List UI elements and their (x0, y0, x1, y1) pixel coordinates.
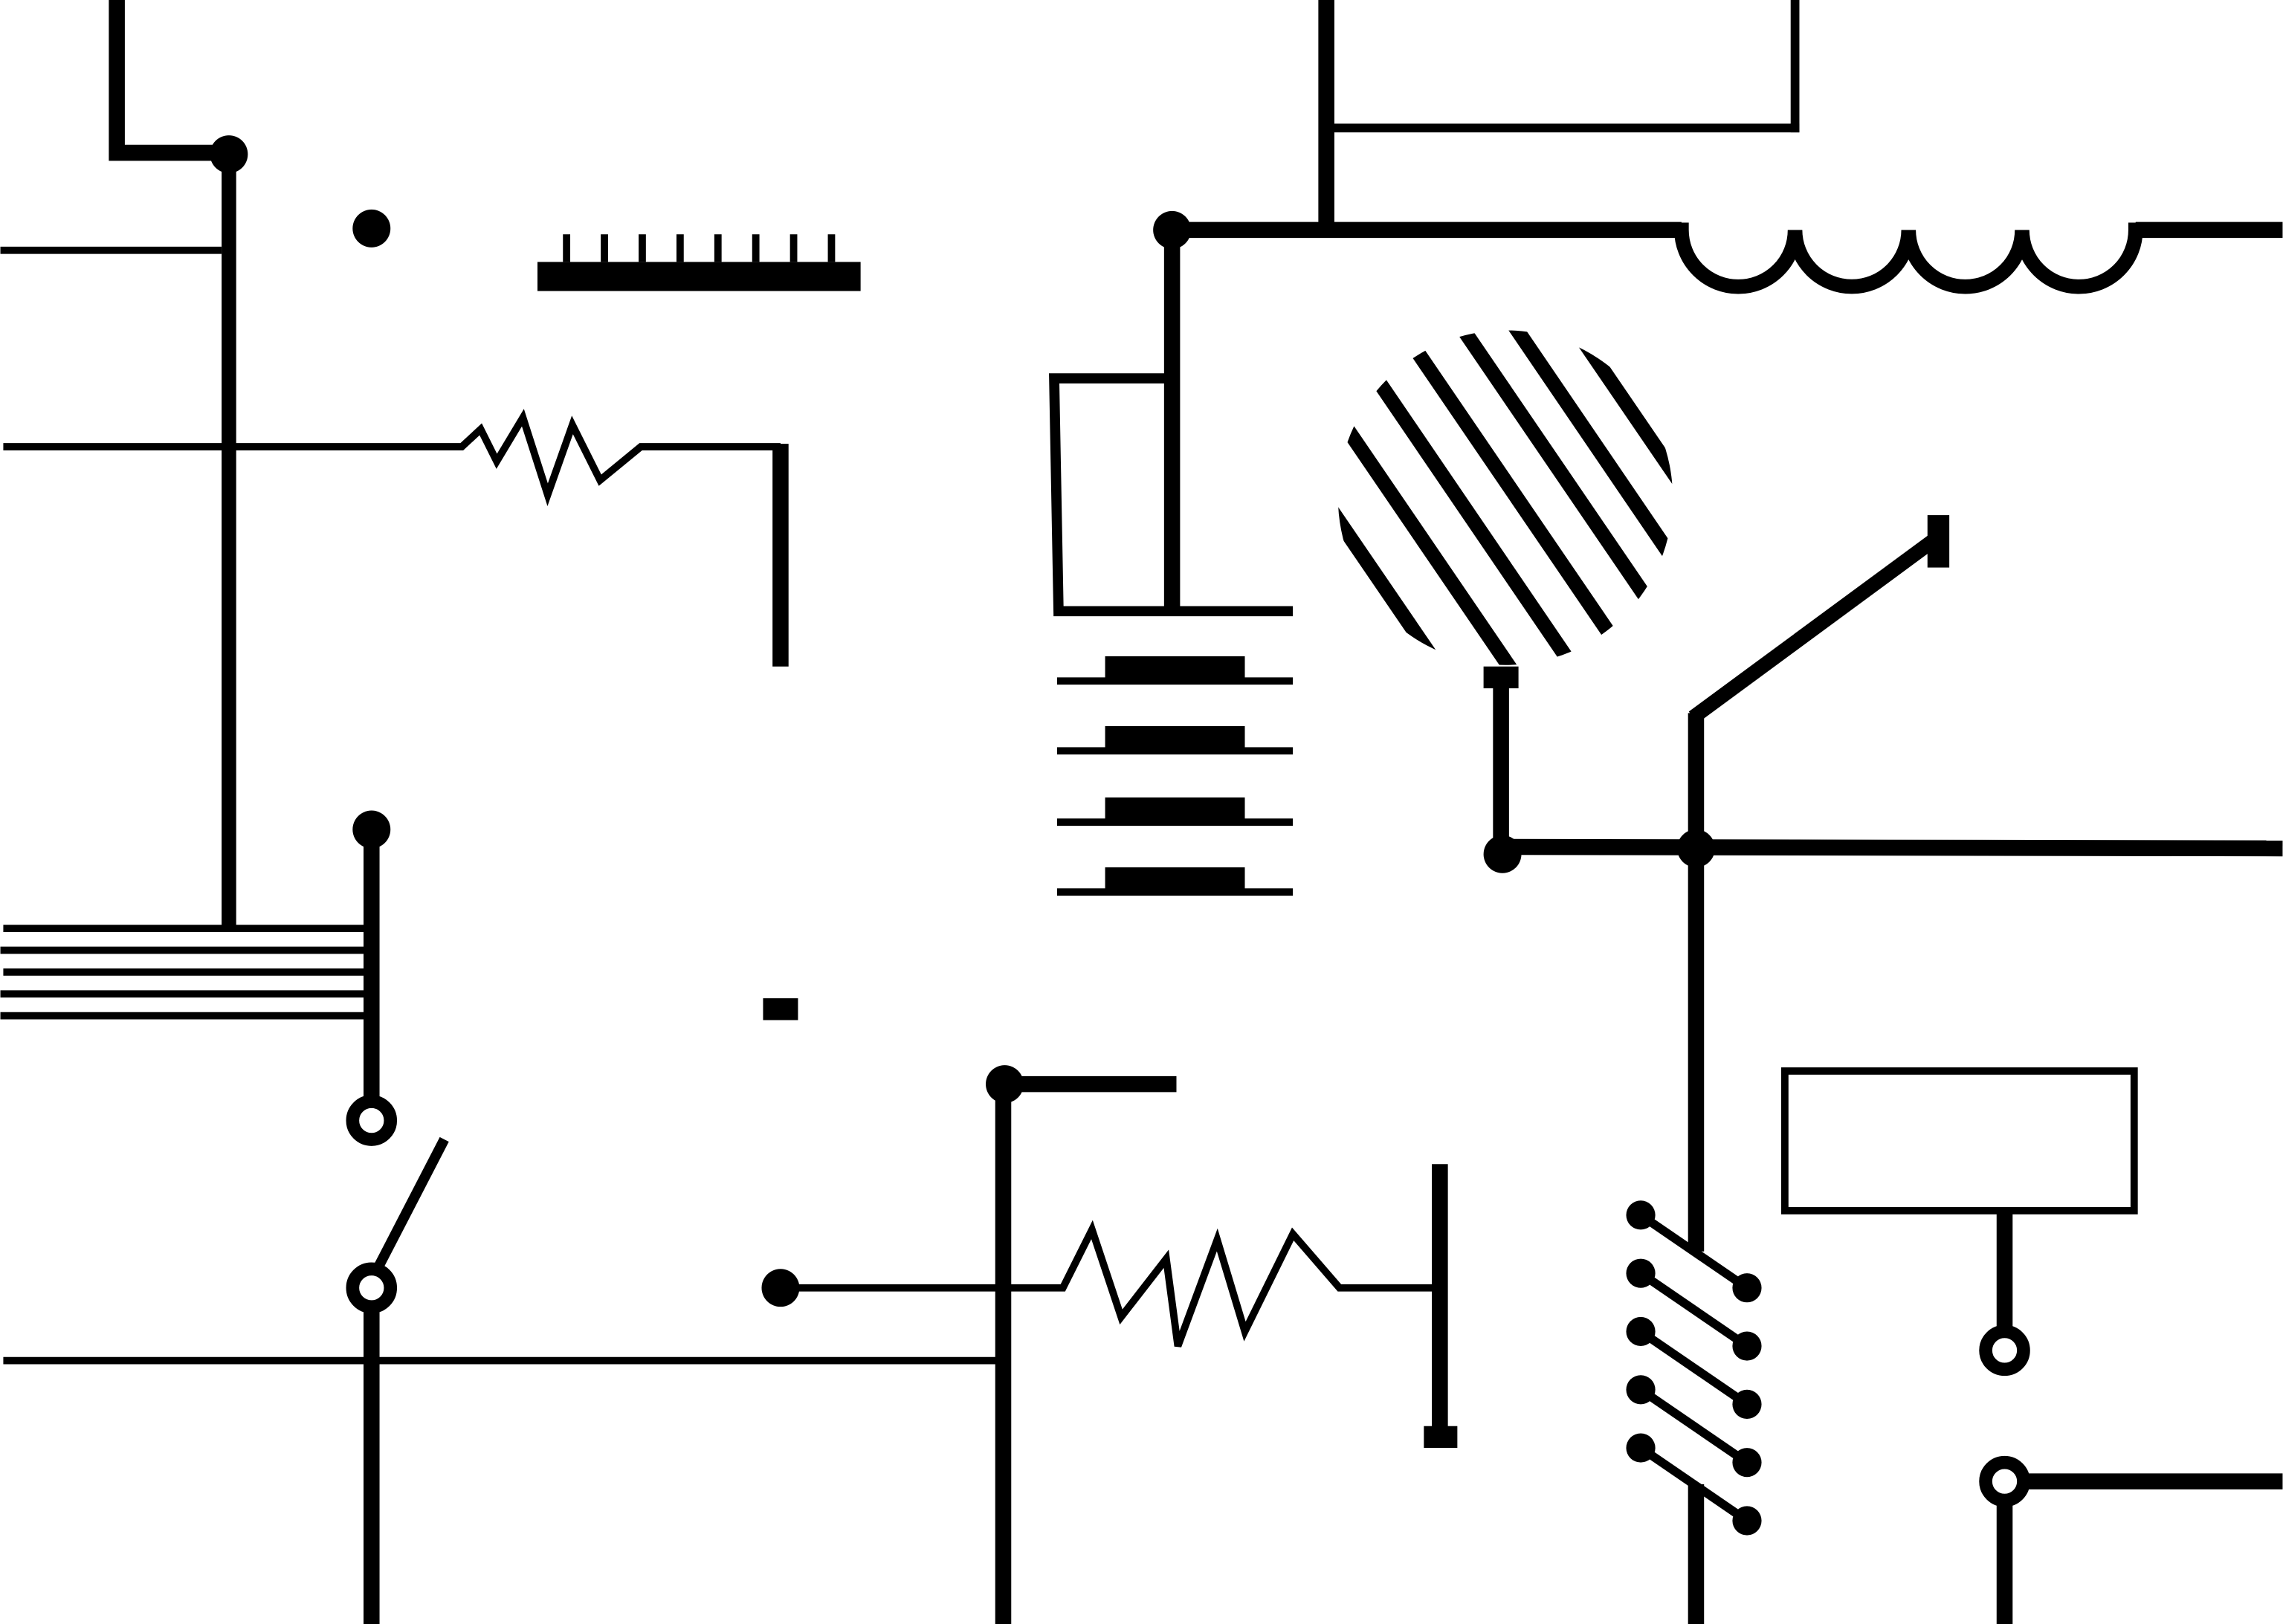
comb-symbol (537, 234, 861, 291)
l-wire (109, 0, 236, 932)
rect-wire (1318, 0, 1800, 230)
box-component (1780, 1067, 2138, 1214)
transformer-contacts (1638, 1211, 1750, 1524)
bus-lines (0, 925, 364, 1020)
node-dot (352, 810, 391, 849)
contact-dots (1626, 1200, 1762, 1536)
terminal-ring (346, 1095, 398, 1146)
small-block (763, 998, 798, 1020)
resistor-bottom (780, 1164, 1448, 1434)
wire (995, 1075, 1177, 1624)
terminal-bar (1424, 1426, 1458, 1449)
terminal-ring (346, 1262, 398, 1313)
node-dot (352, 209, 391, 248)
box-wire (1049, 230, 1294, 617)
wire (1996, 1210, 2283, 1624)
wire (1493, 532, 2283, 1624)
terminal-ring (1979, 1455, 2030, 1507)
inductor (1172, 221, 2283, 294)
node-dot (761, 1269, 800, 1307)
node-dot (986, 1065, 1024, 1104)
node-dot (1153, 210, 1192, 249)
terminal-bar (1927, 515, 1950, 568)
terminal-ring (1979, 1324, 2030, 1376)
capacitor-stack (1056, 656, 1294, 896)
resistor-top (3, 409, 789, 667)
node-dot (1483, 835, 1522, 873)
node-dot (210, 135, 248, 173)
node-dot (1677, 829, 1715, 867)
terminal-bar (1483, 666, 1519, 689)
